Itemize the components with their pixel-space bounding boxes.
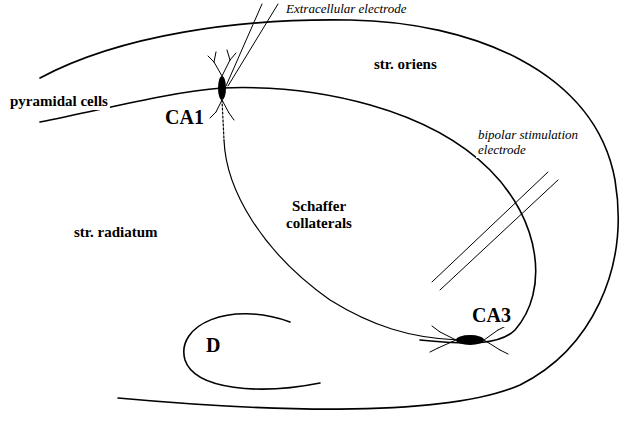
schaffer-collateral bbox=[224, 140, 458, 340]
layer-label: pyramidal cells bbox=[8, 93, 110, 110]
recording-electrode bbox=[228, 4, 278, 86]
slice-outline bbox=[40, 20, 618, 409]
region-label: CA3 bbox=[470, 304, 513, 327]
ca1-dendrites bbox=[208, 50, 236, 120]
region-label: D bbox=[204, 334, 222, 357]
recording-electrode bbox=[226, 4, 262, 86]
layer-label: str. oriens bbox=[372, 56, 439, 73]
dentate-gyrus bbox=[184, 314, 320, 389]
layer-label: str. radiatum bbox=[72, 224, 160, 241]
schaffer-axon-dotted bbox=[222, 100, 224, 140]
ca1-soma bbox=[218, 76, 226, 100]
stimulation-electrode bbox=[440, 180, 558, 290]
ca3-dendrites bbox=[430, 326, 508, 354]
pathway-label: Schaffer collaterals bbox=[262, 198, 376, 233]
stimulation-electrode bbox=[432, 172, 548, 282]
electrode-label: bipolar stimulation electrode bbox=[476, 128, 588, 158]
region-label: CA1 bbox=[163, 106, 206, 129]
pyramidal-layer bbox=[40, 88, 536, 343]
ca3-soma bbox=[456, 335, 484, 345]
electrode-label: Extracellular electrode bbox=[284, 2, 408, 17]
